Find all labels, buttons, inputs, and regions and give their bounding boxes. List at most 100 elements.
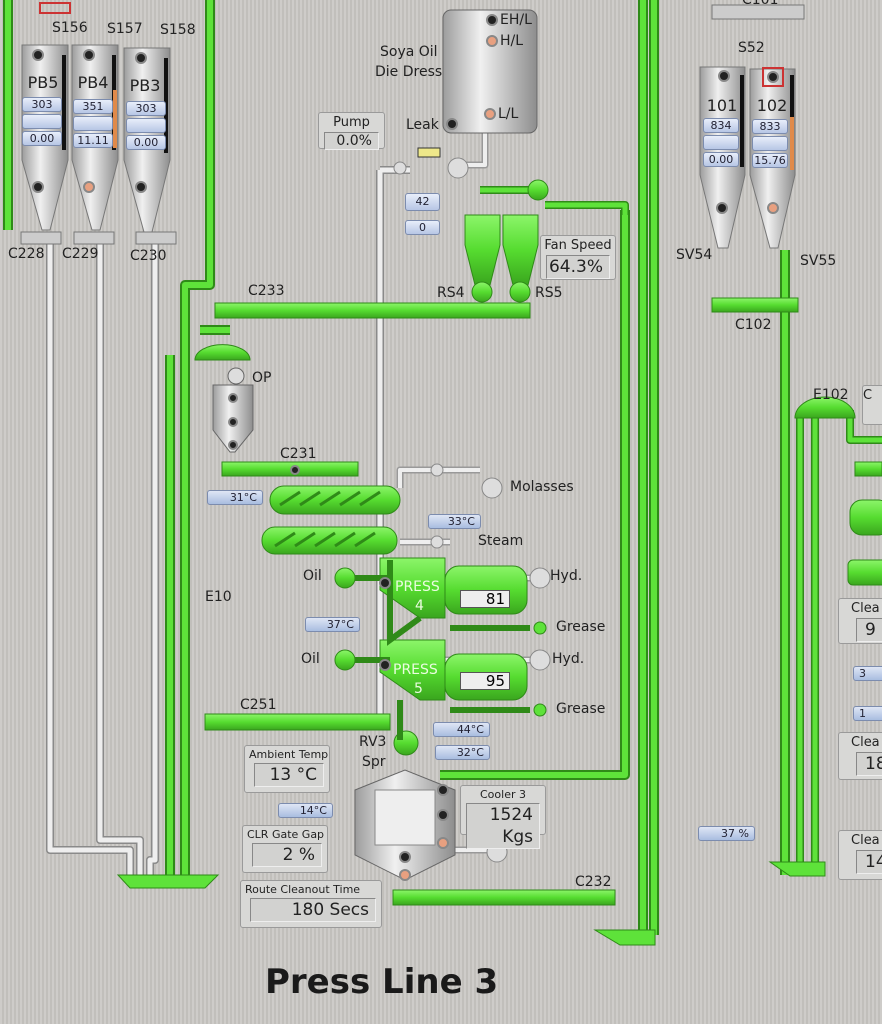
route-cleanout-value: 180 Secs — [250, 898, 376, 922]
temp-conditioner-1: 31°C — [207, 490, 263, 505]
route-cleanout-panel[interactable]: Route Cleanout Time 180 Secs — [240, 880, 382, 928]
pump-label: Pump — [333, 115, 370, 130]
elevator-e10[interactable]: E10 — [205, 589, 232, 605]
page-title: Press Line 3 — [265, 962, 499, 1002]
temp-press-out: 44°C — [433, 722, 490, 737]
partial-panel-label: Clea — [851, 735, 880, 750]
partial-cleanout-panel-3: Clea 14 — [838, 830, 882, 880]
pump-counter-1: 42 — [405, 193, 440, 211]
conveyor-c251[interactable]: C251 — [240, 697, 277, 713]
rotary-valve-rs4[interactable]: RS4 — [437, 285, 465, 301]
valve-sv55[interactable]: SV55 — [800, 253, 837, 269]
clr-gate-gap-value: 2 % — [252, 843, 322, 867]
conveyor-c101[interactable]: C101 — [742, 0, 779, 8]
valve-sv54[interactable]: SV54 — [676, 247, 713, 263]
partial-tag-2: 1 — [853, 706, 882, 721]
ambient-temp-panel: Ambient Temp 13 °C — [244, 745, 330, 793]
silo-101-value-1: 834 — [703, 118, 739, 133]
press4-load-value: 81 — [460, 590, 510, 608]
level-h-label: H/L — [500, 33, 524, 49]
partial-panel-value: 14 — [856, 850, 882, 874]
slide-s157[interactable]: S157 — [107, 21, 143, 37]
partial-panel-label: Clea — [851, 833, 880, 848]
temp-steam: 33°C — [428, 514, 481, 529]
steam-label: Steam — [478, 533, 524, 549]
leak-label: Leak — [406, 117, 439, 133]
conveyor-c231[interactable]: C231 — [280, 446, 317, 462]
press4-number: 4 — [415, 598, 424, 614]
route-cleanout-label: Route Cleanout Time — [245, 883, 361, 896]
grease-label-press4: Grease — [556, 619, 606, 635]
op-label[interactable]: OP — [252, 370, 272, 386]
partial-panel-c: C — [862, 385, 882, 425]
slide-s156[interactable]: S156 — [52, 20, 88, 36]
soya-oil-label: Soya Oil — [380, 44, 438, 60]
pump-value: 0.0% — [324, 132, 379, 150]
partial-cleanout-panel-1: Clea 9 — [838, 598, 882, 644]
pb3-value-3: 0.00 — [126, 135, 166, 150]
ambient-temp-label: Ambient Temp — [249, 748, 329, 761]
partial-tag-1: 3 — [853, 666, 882, 681]
conveyor-c102[interactable]: C102 — [735, 317, 772, 333]
level-eh-label: EH/L — [500, 12, 532, 28]
temp-cooler: 14°C — [278, 803, 333, 818]
cooler-3-panel[interactable]: Cooler 3 1524 Kgs — [460, 785, 546, 849]
pb5-value-1: 303 — [22, 97, 62, 112]
rv3-label[interactable]: RV3 — [359, 734, 387, 750]
hyd-label-press5: Hyd. — [552, 651, 585, 667]
silo-101-value-2 — [703, 135, 739, 150]
conveyor-c228[interactable]: C228 — [8, 246, 45, 262]
fan-speed-value: 64.3% — [546, 255, 610, 279]
pb5-value-3: 0.00 — [22, 131, 62, 146]
partial-panel-value: 18 — [856, 752, 882, 776]
ambient-temp-value: 13 °C — [254, 763, 324, 787]
silo-101-value-3: 0.00 — [703, 152, 739, 167]
press5-load-value: 95 — [460, 672, 510, 690]
partial-panel-value: 9 — [856, 618, 882, 642]
die-dress-label: Die Dress — [375, 64, 443, 80]
slide-s52[interactable]: S52 — [738, 40, 765, 56]
silo-102-label[interactable]: 102 — [756, 96, 788, 115]
grease-label-press5: Grease — [556, 701, 606, 717]
pb4-value-3: 11.11 — [73, 133, 113, 148]
cooler-3-label: Cooler 3 — [480, 788, 526, 801]
fan-speed-label: Fan Speed — [544, 238, 612, 253]
pb4-value-2 — [73, 116, 113, 131]
silo-pb4-label[interactable]: PB4 — [77, 73, 109, 92]
cooler-3-value: 1524 Kgs — [466, 803, 540, 849]
level-l-label: L/L — [498, 106, 519, 122]
press5-label[interactable]: PRESS — [393, 662, 438, 678]
slide-s158[interactable]: S158 — [160, 22, 196, 38]
press5-number: 5 — [414, 681, 423, 697]
silo-pb3-label[interactable]: PB3 — [129, 76, 161, 95]
conveyor-c229[interactable]: C229 — [62, 246, 99, 262]
clr-gate-gap-panel[interactable]: CLR Gate Gap 2 % — [242, 825, 328, 873]
oil-label-press5: Oil — [301, 651, 320, 667]
press4-label[interactable]: PRESS — [395, 579, 440, 595]
silo-101-label[interactable]: 101 — [706, 96, 738, 115]
pb3-value-2 — [126, 118, 166, 133]
silo-pb5-label[interactable]: PB5 — [27, 73, 59, 92]
temp-cooler-in: 32°C — [435, 745, 490, 760]
pb3-value-1: 303 — [126, 101, 166, 116]
conveyor-c232[interactable]: C232 — [575, 874, 612, 890]
silo-102-value-2 — [752, 136, 788, 151]
pb5-value-2 — [22, 114, 62, 129]
rotary-valve-rs5[interactable]: RS5 — [535, 285, 563, 301]
oil-label-press4: Oil — [303, 568, 322, 584]
molasses-label: Molasses — [510, 479, 574, 495]
conveyor-c230[interactable]: C230 — [130, 248, 167, 264]
spr-label: Spr — [362, 754, 386, 770]
partial-panel-label: Clea — [851, 601, 880, 616]
percent-readout: 37 % — [698, 826, 755, 841]
silo-102-value-3: 15.76 — [752, 153, 788, 168]
pump-counter-2: 0 — [405, 220, 440, 235]
pump-panel[interactable]: Pump 0.0% — [318, 112, 385, 150]
fan-speed-panel[interactable]: Fan Speed 64.3% — [540, 235, 616, 280]
pb4-value-1: 351 — [73, 99, 113, 114]
conveyor-c233[interactable]: C233 — [248, 283, 285, 299]
clr-gate-gap-label: CLR Gate Gap — [247, 828, 325, 841]
temp-press-feed: 37°C — [305, 617, 360, 632]
elevator-e102[interactable]: E102 — [813, 387, 849, 403]
